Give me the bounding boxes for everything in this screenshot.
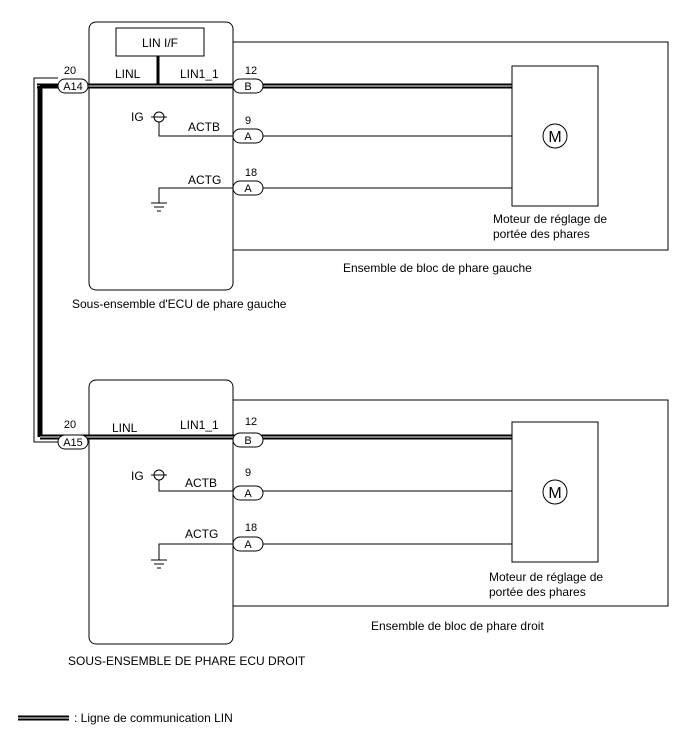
left-headlamp-connector-b-label: B xyxy=(244,81,251,93)
left-ecu-connector-a14 xyxy=(57,78,89,94)
lin-bus-top xyxy=(37,56,512,89)
right-headlamp-connector-b-label: B xyxy=(244,435,251,447)
left-ecu-label: Sous-ensemble d'ECU de phare gauche xyxy=(72,297,287,311)
lin-if-label: LIN I/F xyxy=(142,36,178,50)
left-ig-symbol-icon xyxy=(151,111,167,123)
left-headlamp-assembly-label: Ensemble de bloc de phare gauche xyxy=(343,261,532,275)
left-actg-wire xyxy=(158,187,512,203)
right-headlamp-connector-a-actg-label: A xyxy=(244,539,252,551)
right-motor-symbol: M xyxy=(548,485,561,502)
left-motor-icon xyxy=(542,123,568,149)
right-motor-label-line1: Moteur de réglage de xyxy=(489,570,603,584)
right-motor-label-line2: portée des phares xyxy=(489,585,586,599)
right-ecu-connector-a15 xyxy=(57,434,89,450)
right-ecu-ig: IG xyxy=(131,469,144,483)
left-headlamp-connector-b xyxy=(232,78,264,94)
left-motor-label-line2: portée des phares xyxy=(493,227,590,241)
lin-bus-vertical xyxy=(33,77,58,443)
left-headlamp-connector-a-actg xyxy=(232,180,264,196)
right-ecu-actg: ACTG xyxy=(185,527,218,541)
left-headlamp-assembly-outline xyxy=(233,41,669,251)
right-ground-icon xyxy=(151,559,167,569)
right-headlamp-pin-9: 9 xyxy=(245,467,251,479)
left-headlamp-connector-a-actb xyxy=(232,128,264,144)
right-ecu-actb: ACTB xyxy=(185,476,217,490)
right-ecu-box xyxy=(88,379,234,645)
right-ecu-lin1-1: LIN1_1 xyxy=(180,418,219,432)
right-headlamp-connector-b xyxy=(232,432,264,448)
left-ecu-lin1-1: LIN1_1 xyxy=(180,67,219,81)
left-motor-symbol: M xyxy=(548,129,561,146)
right-headlamp-assembly-outline xyxy=(233,399,669,607)
right-headlamp-pin-18: 18 xyxy=(245,522,257,534)
left-ecu-connector-a14-label: A14 xyxy=(63,81,83,93)
right-headlamp-assembly-label: Ensemble de bloc de phare droit xyxy=(371,619,544,633)
left-headlamp-pin-12: 12 xyxy=(245,65,257,77)
right-actb-wire xyxy=(158,480,512,492)
left-headlamp-pin-9: 9 xyxy=(245,115,251,127)
right-ecu-pin-20: 20 xyxy=(64,419,76,431)
left-actb-wire xyxy=(158,122,512,137)
right-headlamp-connector-a-actg xyxy=(232,536,264,552)
right-motor-icon xyxy=(542,479,568,505)
right-headlamp-connector-a-actb-label: A xyxy=(244,488,252,500)
right-headlamp-pin-12: 12 xyxy=(245,416,257,428)
left-ecu-box xyxy=(88,21,234,291)
left-ground-icon xyxy=(151,202,167,212)
right-ecu-connector-a15-label: A15 xyxy=(63,437,83,449)
right-ecu-linl: LINL xyxy=(112,421,138,435)
left-ecu-linl: LINL xyxy=(115,67,141,81)
left-ecu-ig: IG xyxy=(131,110,144,124)
left-ecu-actb: ACTB xyxy=(188,120,220,134)
left-motor-label-line1: Moteur de réglage de xyxy=(493,212,607,226)
lin-if-box xyxy=(115,27,205,57)
left-headlamp-connector-a-actb-label: A xyxy=(244,131,252,143)
left-headlamp-connector-a-actg-label: A xyxy=(244,183,252,195)
right-ecu-label: SOUS-ENSEMBLE DE PHARE ECU DROIT xyxy=(68,654,306,668)
left-headlamp-pin-18: 18 xyxy=(245,167,257,179)
right-headlamp-connector-a-actb xyxy=(232,485,264,501)
left-ecu-pin-20: 20 xyxy=(64,65,76,77)
right-actg-wire xyxy=(158,543,512,560)
left-ecu-actg: ACTG xyxy=(188,173,221,187)
legend-text: : Ligne de communication LIN xyxy=(74,711,233,725)
